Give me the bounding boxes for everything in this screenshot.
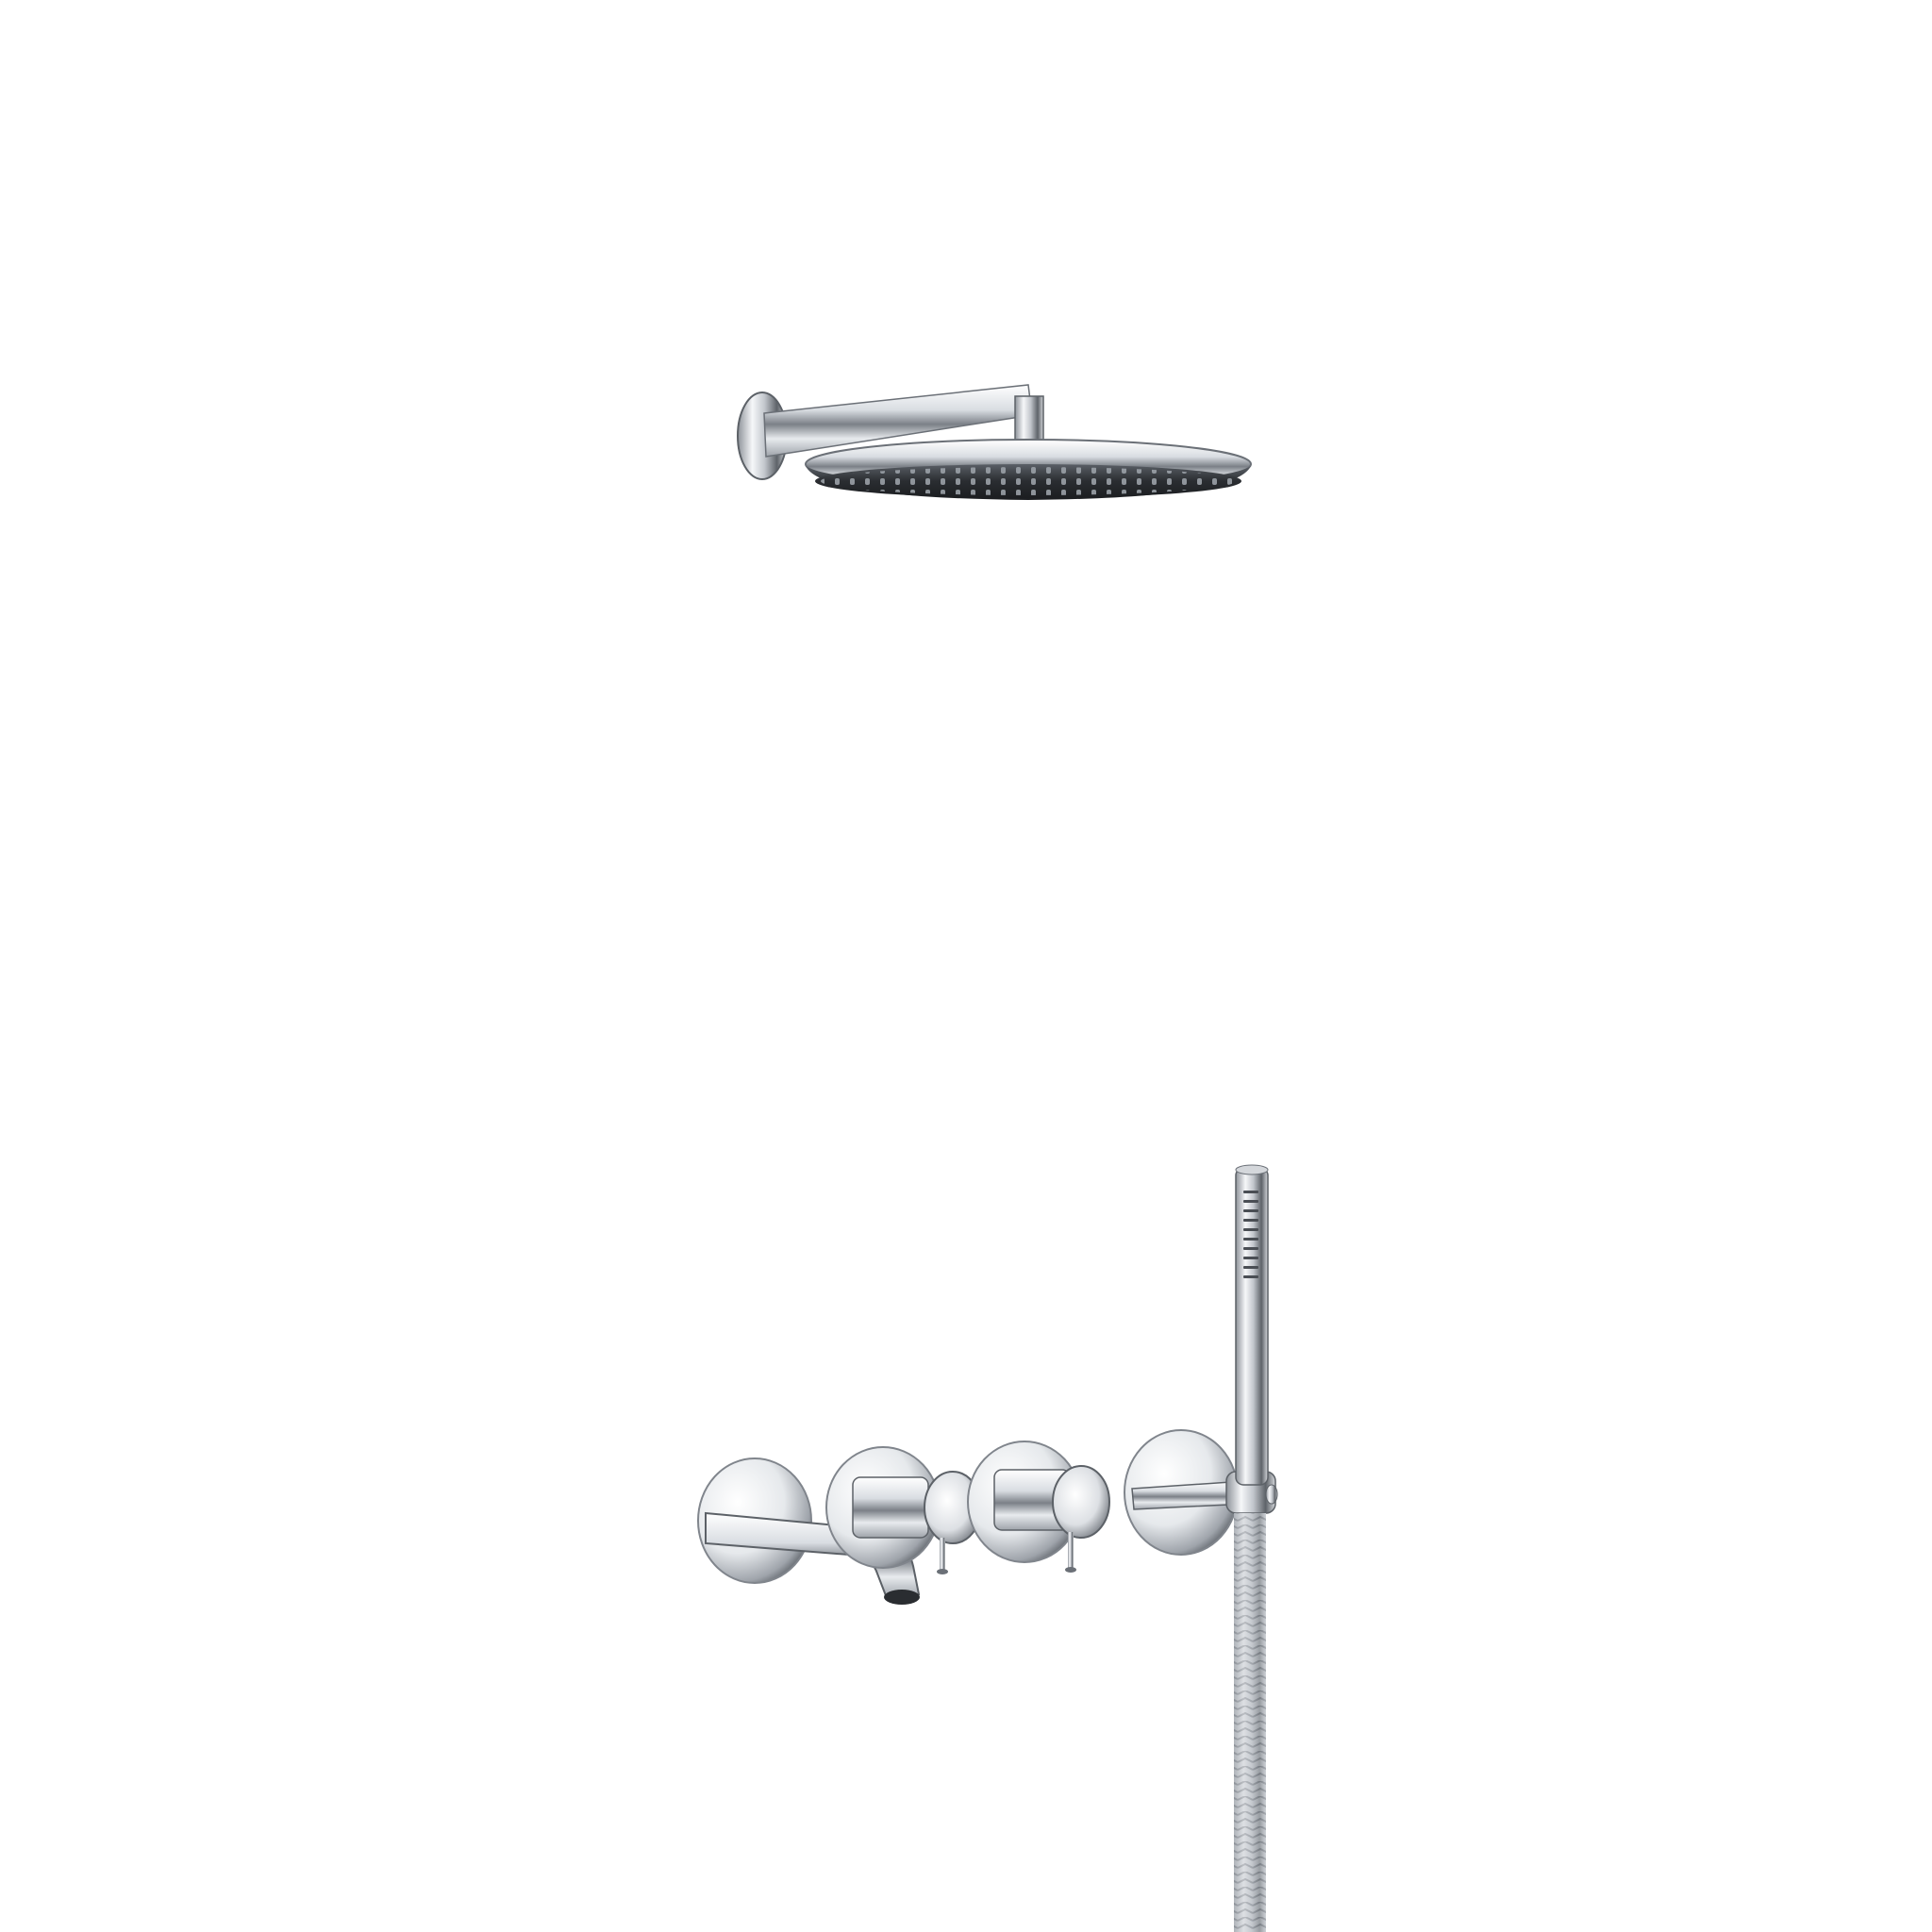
mixer-valve-right: [967, 1441, 1110, 1573]
shower-arm: [737, 384, 1044, 480]
hand-shower: [1235, 1164, 1269, 1486]
shower-hose: [1234, 1513, 1266, 1932]
mixer-valve-left: [825, 1446, 982, 1574]
rain-shower-head: [805, 439, 1252, 500]
